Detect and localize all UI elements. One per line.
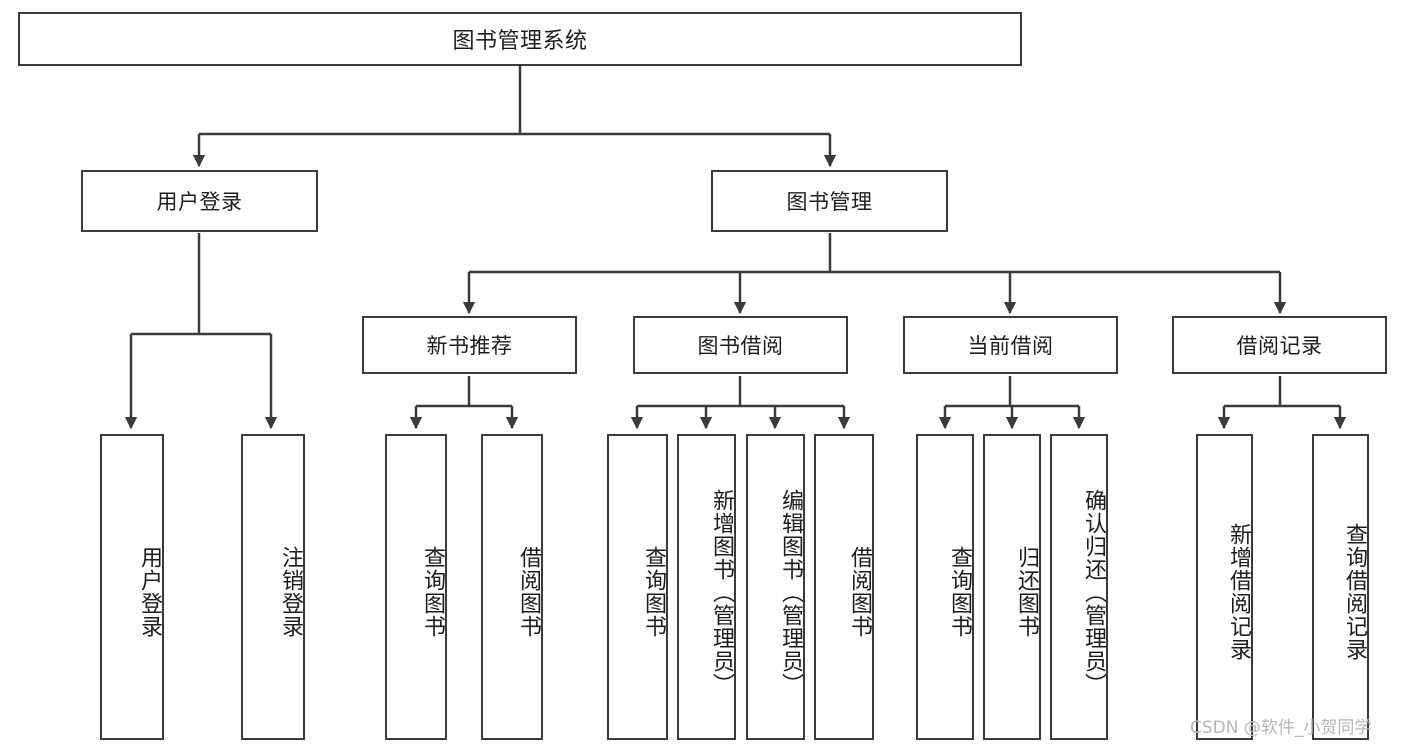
- leaf-book-borrow-borrow-book[interactable]: 借阅图书: [814, 434, 874, 740]
- node-label: 查询图书: [948, 546, 973, 638]
- node-current-borrow[interactable]: 当前借阅: [903, 316, 1118, 374]
- leaf-book-borrow-add-book-admin[interactable]: 新增图书（管理员）: [677, 434, 736, 740]
- node-label: 编辑图书（管理员）: [779, 488, 804, 696]
- leaf-current-borrow-query-book[interactable]: 查询图书: [916, 434, 974, 740]
- node-label: 图书管理: [786, 191, 873, 214]
- leaf-borrow-record-add-record[interactable]: 新增借阅记录: [1196, 434, 1253, 740]
- node-book-management[interactable]: 图书管理: [711, 170, 948, 232]
- node-root-book-management-system[interactable]: 图书管理系统: [18, 12, 1022, 66]
- leaf-new-book-borrow-book[interactable]: 借阅图书: [481, 434, 543, 740]
- leaf-book-borrow-edit-book-admin[interactable]: 编辑图书（管理员）: [746, 434, 805, 740]
- node-label: 借阅图书: [517, 546, 542, 638]
- csdn-watermark: CSDN @软件_小贺同学: [1190, 718, 1372, 738]
- leaf-current-borrow-return-book[interactable]: 归还图书: [983, 434, 1041, 740]
- node-label: 用户登录: [138, 546, 163, 638]
- node-new-book-recommend[interactable]: 新书推荐: [362, 316, 577, 374]
- leaf-book-borrow-query-book[interactable]: 查询图书: [607, 434, 668, 740]
- node-label: 当前借阅: [967, 335, 1054, 358]
- node-label: 注销登录: [279, 546, 304, 638]
- node-borrow-record[interactable]: 借阅记录: [1172, 316, 1387, 374]
- leaf-new-book-query-book[interactable]: 查询图书: [385, 434, 447, 740]
- leaf-borrow-record-query-record[interactable]: 查询借阅记录: [1312, 434, 1369, 740]
- node-label: 新增借阅记录: [1227, 523, 1252, 661]
- node-label: 查询图书: [642, 546, 667, 638]
- node-user-login[interactable]: 用户登录: [81, 170, 318, 232]
- node-label: 新增图书（管理员）: [710, 488, 735, 696]
- node-label: 用户登录: [156, 191, 243, 214]
- node-label: 查询图书: [421, 546, 446, 638]
- node-label: 借阅记录: [1236, 335, 1323, 358]
- node-label: 查询借阅记录: [1343, 523, 1368, 661]
- node-label: 新书推荐: [426, 335, 513, 358]
- node-book-borrow[interactable]: 图书借阅: [633, 316, 848, 374]
- leaf-current-borrow-confirm-return-admin[interactable]: 确认归还（管理员）: [1050, 434, 1108, 740]
- leaf-user-login-login[interactable]: 用户登录: [100, 434, 164, 740]
- node-label: 确认归还（管理员）: [1082, 488, 1107, 696]
- node-label: 借阅图书: [848, 546, 873, 638]
- node-label: 图书借阅: [697, 335, 784, 358]
- leaf-user-login-logout[interactable]: 注销登录: [241, 434, 305, 740]
- node-label: 图书管理系统: [452, 28, 588, 53]
- node-label: 归还图书: [1015, 546, 1040, 638]
